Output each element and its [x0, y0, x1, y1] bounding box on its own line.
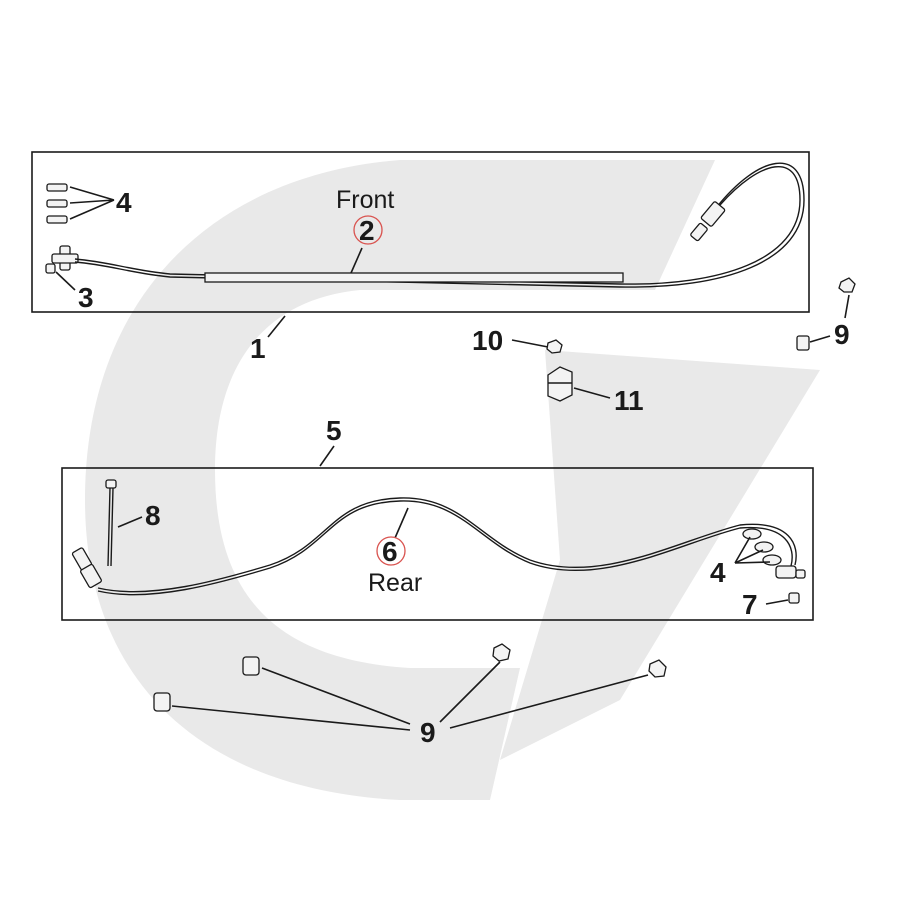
bolt-icon [788, 592, 800, 604]
callout-4-front: 4 [116, 187, 132, 218]
end-fitting-icon [71, 547, 102, 589]
callout-3: 3 [78, 282, 94, 313]
banjo-fitting-icon [45, 245, 79, 274]
rear-cable [97, 497, 797, 593]
callout-5: 5 [326, 415, 342, 446]
rear-assembly: 8 4 7 6 Rear [61, 467, 814, 621]
cable-tie-icon [105, 479, 117, 567]
callout-11: 11 [614, 385, 644, 416]
callout-10: 10 [472, 325, 503, 356]
front-cable-sleeve [204, 272, 624, 283]
callout-4-rear: 4 [710, 557, 726, 588]
front-label: Front [336, 186, 394, 214]
callout-2-highlight [353, 215, 383, 245]
callout-9-top: 9 [834, 319, 850, 350]
fitting-icon [796, 335, 810, 351]
rear-label: Rear [368, 569, 422, 597]
front-assembly: 4 3 Front 2 [31, 151, 810, 313]
logo-watermark-icon [85, 160, 820, 800]
rear-assembly-frame [61, 467, 814, 621]
callout-7: 7 [742, 589, 758, 620]
clip-icon [547, 366, 573, 402]
callout-9-bottom: 9 [420, 717, 436, 748]
front-assembly-frame [31, 151, 810, 313]
fitting-icon [153, 656, 260, 712]
callout-2: 2 [359, 215, 375, 246]
callout-6-highlight [376, 536, 406, 566]
callout-6: 6 [382, 536, 398, 567]
fitting-icon [742, 528, 782, 566]
nut-icon [492, 643, 667, 678]
banjo-fitting-icon [775, 565, 806, 579]
callout-8: 8 [145, 500, 161, 531]
front-cable [74, 165, 801, 285]
nut-icon [838, 277, 856, 293]
end-fitting-icon [690, 201, 726, 242]
nut-icon [546, 339, 563, 354]
fitting-icon [46, 183, 68, 224]
callout-1: 1 [250, 333, 266, 364]
